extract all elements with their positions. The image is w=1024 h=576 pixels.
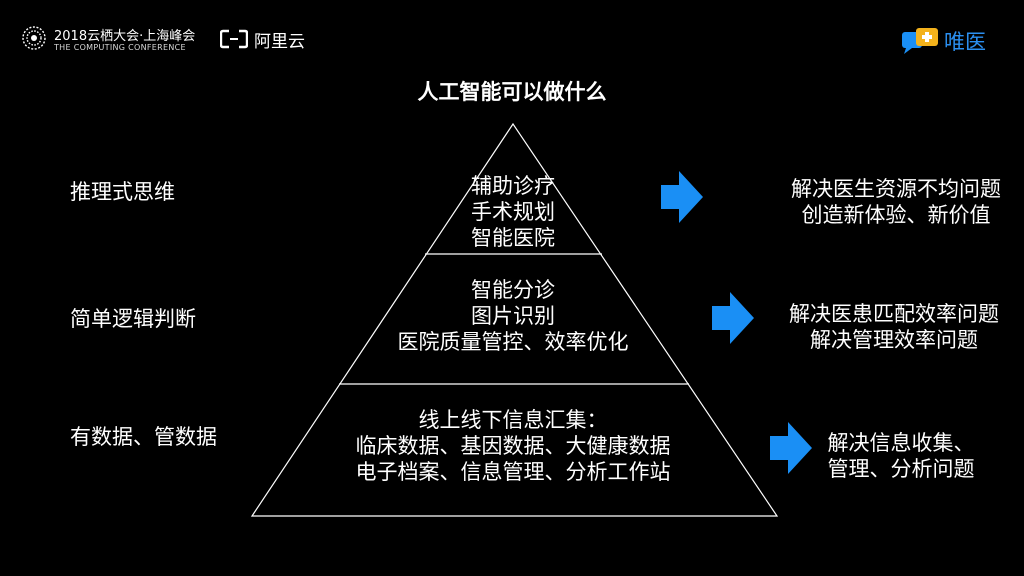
event-title: 2018云栖大会·上海峰会 (54, 29, 196, 44)
event-subtitle: THE COMPUTING CONFERENCE (54, 43, 186, 52)
tier-3-item: 临床数据、基因数据、大健康数据 (355, 434, 671, 458)
tier-1-item: 手术规划 (471, 200, 555, 224)
tier-3-outcome: 解决信息收集、 管理、分析问题 (806, 430, 996, 482)
partner-logo-text: 阿里云 (254, 32, 305, 52)
tier-1-outcome: 解决医生资源不均问题 创造新体验、新价值 (768, 176, 1024, 228)
tier-2-outcome-line: 解决医患匹配效率问题 (789, 302, 999, 326)
computing-conference-logo-icon (22, 26, 46, 50)
tier-2-left-label: 简单逻辑判断 (70, 307, 196, 331)
tier-1-item: 智能医院 (471, 226, 555, 250)
tier-1-outcome-line: 解决医生资源不均问题 (791, 177, 1001, 201)
tier-1-left-label: 推理式思维 (70, 180, 175, 204)
tier-3-item: 线上线下信息汇集： (418, 408, 608, 432)
aliyun-logo-icon (220, 29, 248, 49)
tier-3-outcome-line: 解决信息收集、 (827, 431, 975, 455)
partner-logo: 阿里云 (220, 27, 320, 52)
tier-3-item: 电子档案、信息管理、分析工作站 (355, 460, 671, 484)
tier-3-items: 线上线下信息汇集： 临床数据、基因数据、大健康数据 电子档案、信息管理、分析工作… (323, 407, 703, 485)
tier-1-item: 辅助诊疗 (471, 174, 555, 198)
arrow-right-icon (712, 292, 754, 344)
tier-1-items: 辅助诊疗 手术规划 智能医院 (413, 173, 613, 251)
tier-2-item: 智能分诊 (471, 278, 555, 302)
weiyi-logo-icon (902, 28, 938, 54)
arrow-right-icon (661, 171, 703, 223)
tier-3-outcome-line: 管理、分析问题 (827, 457, 975, 481)
tier-2-outcome: 解决医患匹配效率问题 解决管理效率问题 (764, 301, 1024, 353)
diagram-title: 人工智能可以做什么 (417, 80, 607, 104)
brand-logo-text: 唯医 (944, 30, 986, 54)
event-logo: 2018云栖大会·上海峰会 THE COMPUTING CONFERENCE (22, 24, 202, 56)
arrow-right-icon (770, 422, 812, 474)
brand-logo: 唯医 (900, 24, 1000, 58)
tier-1-outcome-line: 创造新体验、新价值 (801, 203, 991, 227)
tier-2-item: 图片识别 (471, 304, 555, 328)
tier-2-item: 医院质量管控、效率优化 (397, 330, 629, 354)
tier-3-left-label: 有数据、管数据 (70, 425, 217, 449)
pyramid-outline (250, 122, 779, 517)
tier-2-items: 智能分诊 图片识别 医院质量管控、效率优化 (363, 277, 663, 355)
tier-2-outcome-line: 解决管理效率问题 (810, 328, 978, 352)
